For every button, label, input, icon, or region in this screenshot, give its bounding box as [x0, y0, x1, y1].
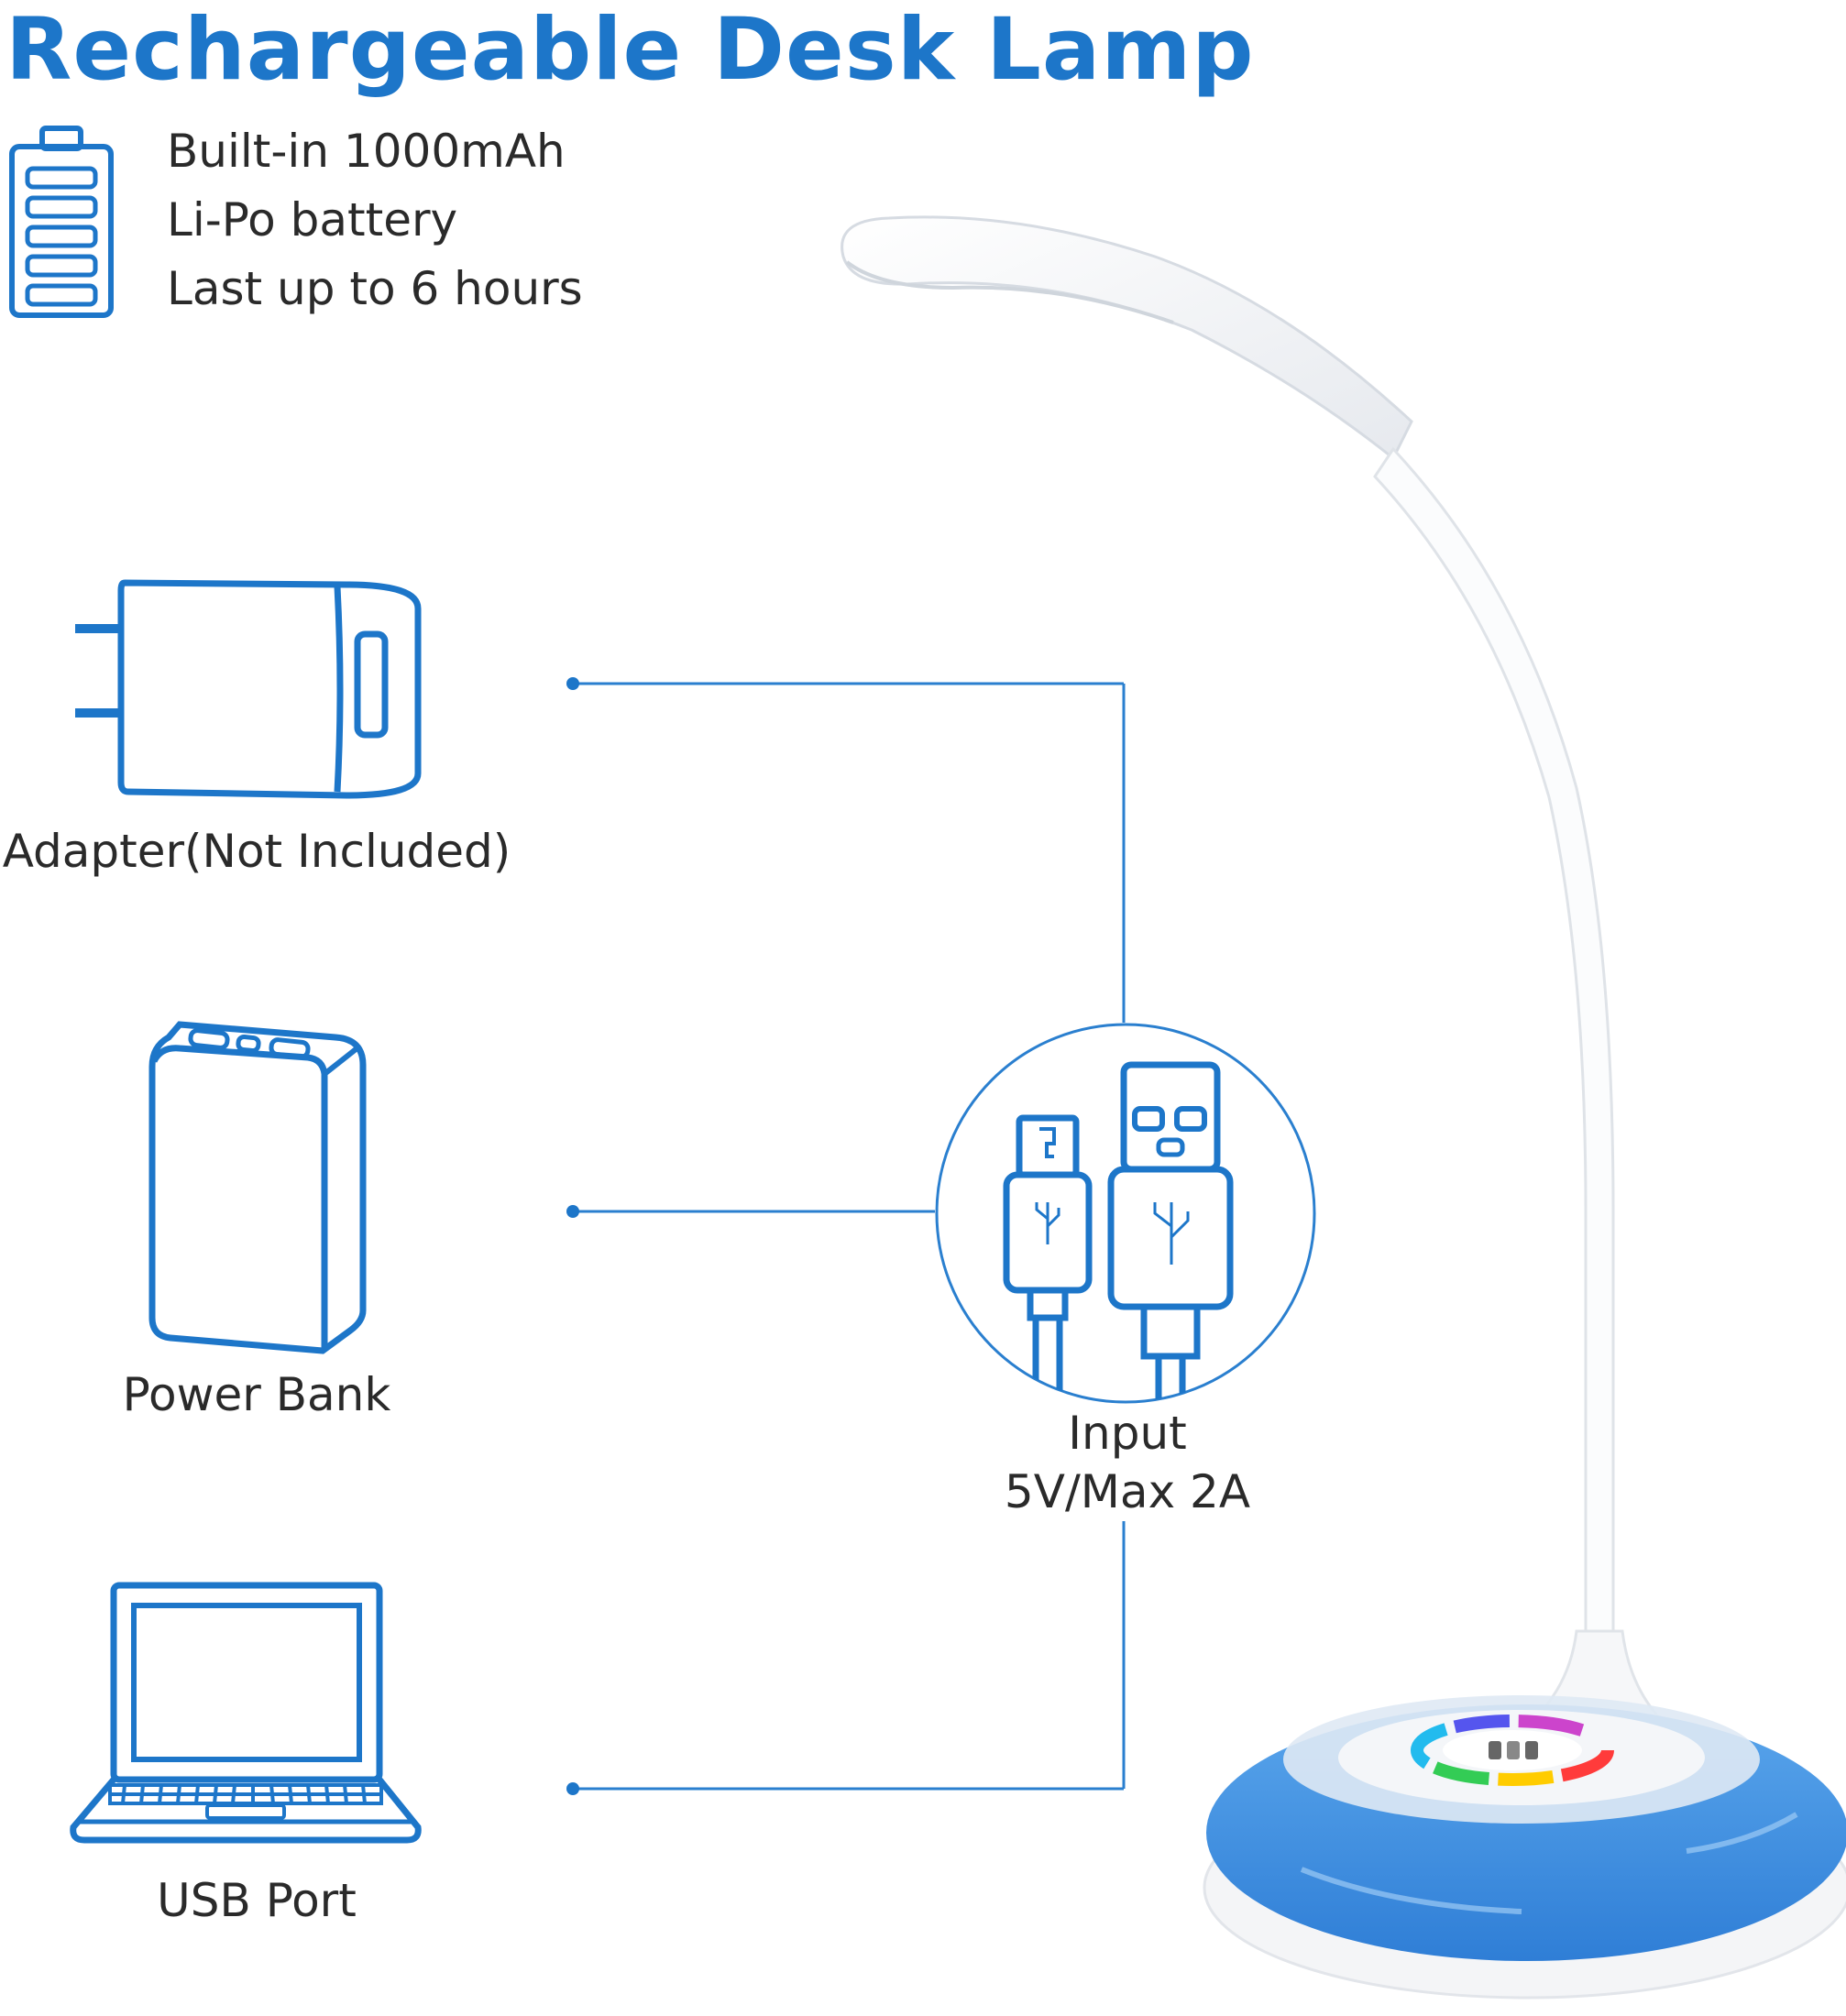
connector-dot-adapter	[566, 677, 579, 690]
connector-dot-usb	[566, 1782, 579, 1795]
wall-adapter-icon	[75, 579, 422, 799]
battery-line-type: Li-Po battery	[167, 193, 458, 247]
power-bank-label: Power Bank	[122, 1368, 391, 1421]
input-rating: 5V/Max 2A	[1004, 1465, 1251, 1518]
page-title: Rechargeable Desk Lamp	[5, 0, 1255, 100]
desk-lamp-illustration	[841, 215, 1846, 2000]
connector-dot-powerbank	[566, 1205, 579, 1218]
laptop-icon	[70, 1582, 422, 1844]
input-label: Input	[1068, 1407, 1187, 1460]
battery-icon	[9, 126, 114, 318]
usb-connectors-icon	[935, 1023, 1316, 1404]
battery-line-capacity: Built-in 1000mAh	[167, 125, 566, 178]
adapter-label: Adapter(Not Included)	[2, 825, 511, 878]
input-spec: Input 5V/Max 2A	[944, 1404, 1311, 1521]
battery-description: Built-in 1000mAh Li-Po battery Last up t…	[167, 117, 583, 323]
power-bank-icon	[148, 1021, 367, 1354]
battery-line-duration: Last up to 6 hours	[167, 262, 583, 315]
usb-port-label: USB Port	[157, 1874, 357, 1927]
